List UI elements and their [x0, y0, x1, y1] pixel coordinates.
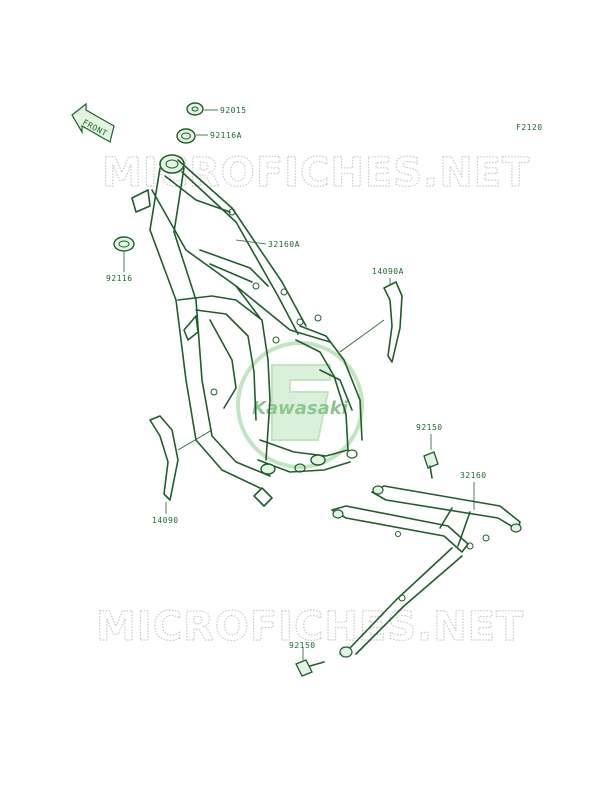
- part-92015-nut[interactable]: 92015: [186, 102, 247, 116]
- callout-92116A: 92116A: [210, 131, 242, 140]
- part-92150-bolt-lower[interactable]: 92150: [289, 641, 325, 677]
- page-code: F2120: [516, 123, 543, 132]
- front-arrow-icon: FRONT: [71, 102, 115, 143]
- main-frame[interactable]: 32160A: [131, 154, 363, 507]
- kawasaki-logo: Kawasaki: [236, 341, 364, 469]
- part-92116A-seal[interactable]: 92116A: [176, 128, 242, 144]
- logo-text: Kawasaki: [252, 398, 349, 419]
- callout-92015: 92015: [220, 106, 247, 115]
- callout-14090A: 14090A: [372, 267, 404, 276]
- callout-92116: 92116: [106, 274, 133, 283]
- callout-32160: 32160: [460, 471, 487, 480]
- callout-92150-upper: 92150: [416, 423, 443, 432]
- part-14090A-cover[interactable]: 14090A: [339, 267, 404, 363]
- watermark-bottom: MICROFICHES.NET: [96, 604, 524, 650]
- callout-92150-lower: 92150: [289, 641, 316, 650]
- callout-32160A: 32160A: [268, 240, 300, 249]
- part-92150-bolt-upper[interactable]: 92150: [416, 423, 443, 479]
- callout-14090: 14090: [152, 516, 179, 525]
- part-14090-cover[interactable]: 14090: [149, 415, 213, 525]
- part-92116-seal[interactable]: 92116: [106, 236, 135, 283]
- part-32160-subframe[interactable]: 32160: [331, 471, 522, 658]
